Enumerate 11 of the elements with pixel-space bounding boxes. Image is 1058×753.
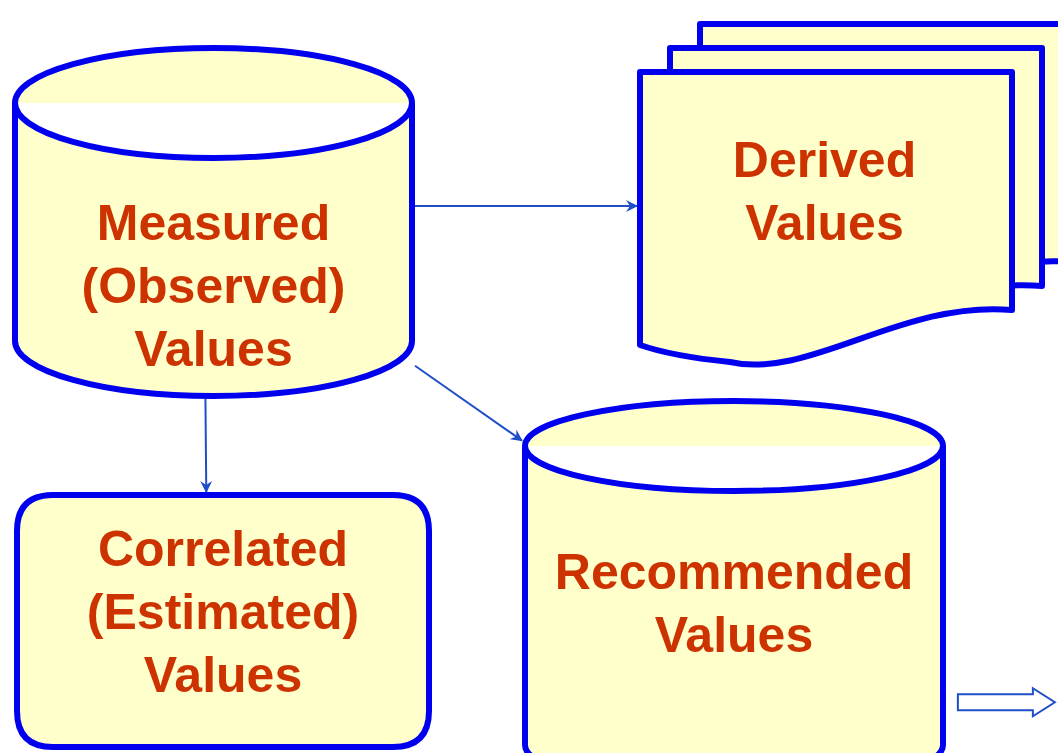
- arrow: [200, 398, 213, 493]
- arrow: [414, 200, 638, 212]
- database-cylinder: [522, 398, 946, 753]
- rounded-box: [14, 492, 432, 750]
- node-label: Derived Values: [731, 131, 918, 253]
- arrow: [414, 364, 523, 442]
- node-label: Recommended Values: [553, 543, 915, 665]
- node-label: Measured (Observed) Values: [80, 193, 347, 379]
- database-cylinder: [12, 45, 415, 399]
- node-label: Correlated (Estimated) Values: [85, 519, 361, 705]
- block-arrow: [956, 686, 1057, 719]
